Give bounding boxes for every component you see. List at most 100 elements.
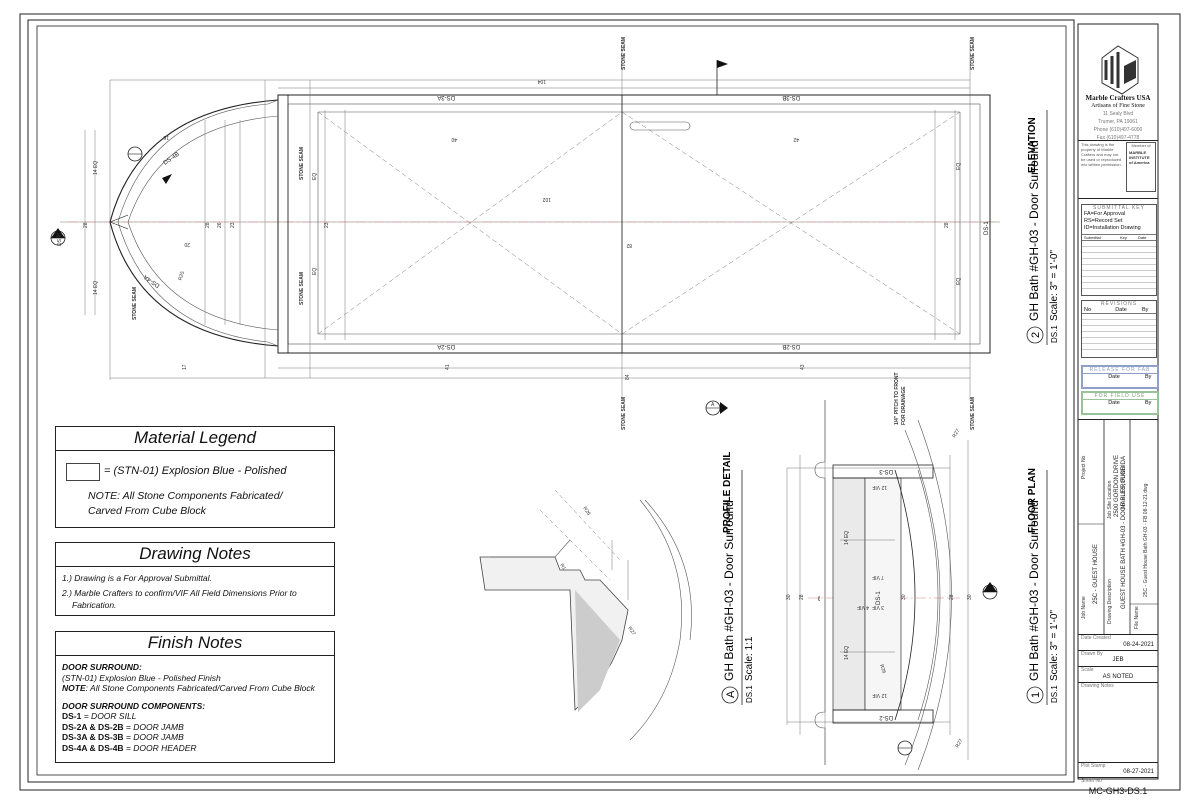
ds-4a-label: DS-4A: [143, 273, 161, 288]
stone-seam-label-3: STONE SEAM: [299, 147, 305, 180]
ds-2b-label: DS-2B: [782, 343, 800, 349]
drawing-note-2a: 2.) Marble Crafters to confirm/VIF All F…: [62, 588, 297, 598]
svg-text:Drawing Description: Drawing Description: [1107, 579, 1113, 624]
submittal-key: SUBMITTAL KEY FA=For Approval RS=Record …: [1081, 204, 1157, 296]
svg-text:25C - Guest House Bath GH-03 -: 25C - Guest House Bath GH-03 - FB 08-12-…: [1143, 483, 1149, 597]
svg-text:DS.1: DS.1: [745, 685, 754, 703]
dim-43: 43: [800, 364, 806, 370]
drawing-notes-title: Drawing Notes: [56, 543, 334, 567]
dim-20: 20: [184, 241, 190, 247]
svg-text:NAPLES, FLORIDA: NAPLES, FLORIDA: [1121, 456, 1127, 509]
for-field-use: FOR FIELD USE Date By: [1081, 391, 1159, 415]
finish-notes: Finish Notes DOOR SURROUND: (STN-01) Exp…: [55, 631, 335, 763]
component-row: DS-1 = DOOR SILL: [62, 711, 137, 721]
stone-seam-label-6: STONE SEAM: [621, 397, 627, 430]
ds-3b-label: DS-3B: [782, 94, 800, 100]
svg-text:1: 1: [1030, 692, 1042, 698]
profile-view-title: A GH Bath #GH-03 - Door Surround PROFILE…: [721, 452, 755, 705]
svg-text:Scale: 3" = 1'-0": Scale: 3" = 1'-0": [1049, 250, 1060, 321]
plan-28-right: 28: [949, 594, 955, 600]
dim-eq-2: EQ: [312, 268, 318, 275]
svg-text:2500 GORDON DRIVE: 2500 GORDON DRIVE: [1114, 455, 1120, 517]
svg-text:25C - GUEST HOUSE: 25C - GUEST HOUSE: [1093, 544, 1099, 604]
svg-text:GUEST HOUSE BATH #GH-03 - DOOR: GUEST HOUSE BATH #GH-03 - DOOR SURROUND: [1121, 465, 1127, 609]
svg-text:Scale: 1:1: Scale: 1:1: [744, 636, 755, 681]
material-legend: Material Legend = (STN-01) Explosion Blu…: [55, 426, 335, 528]
floor-plan-view-title: 1 GH Bath #GH-03 - Door Surround FLOOR P…: [1026, 468, 1060, 705]
plan-28-left: 28: [799, 594, 805, 600]
svg-text:FLOOR PLAN: FLOOR PLAN: [1027, 468, 1038, 533]
company-logo: [1101, 45, 1139, 95]
plan-3vif: 3 VIF: [872, 604, 884, 610]
release-for-fab: RELEASE FOR FAB Date By: [1081, 365, 1159, 389]
elevation-view: [60, 40, 1000, 400]
drawing-notes: Drawing Notes 1.) Drawing is a For Appro…: [55, 542, 335, 616]
floor-plan-view: [786, 400, 969, 771]
section-mark-c[interactable]: [127, 146, 143, 162]
components-heading: DOOR SURROUND COMPONENTS:: [62, 700, 206, 711]
svg-text:A: A: [725, 690, 737, 698]
plan-r27-1: R27: [952, 428, 962, 439]
dim-23-1: 23: [230, 222, 236, 228]
dim-14eq-1: 14 EQ: [93, 161, 99, 175]
section-mark-2[interactable]: [982, 582, 998, 600]
stone-seam-label-4: STONE SEAM: [299, 272, 305, 305]
plan-4vif: 4 VIF: [857, 604, 869, 610]
plan-ds-3-label: DS-3: [879, 468, 893, 474]
company-fax: Fax (610)497-4778: [1096, 135, 1140, 141]
finish-note-label: NOTE: [62, 683, 86, 693]
svg-text:DS.1: DS.1: [1050, 325, 1059, 343]
material-swatch: [66, 463, 100, 481]
material-note-line1: NOTE: All Stone Components Fabricated/: [88, 490, 283, 502]
ds-1-label: DS-1: [984, 221, 990, 235]
dim-14eq-2: 14 EQ: [93, 281, 99, 295]
section-mark-profile-a[interactable]: A: [705, 400, 728, 416]
dim-42: 42: [793, 136, 799, 142]
svg-text:3: 3: [56, 233, 59, 239]
sheet-number: MC-GH3-DS.1: [1088, 786, 1148, 796]
material-legend-title: Material Legend: [56, 427, 334, 451]
plot-stamp: 08-27-2021: [1123, 769, 1154, 775]
material-note-line2: Carved From Cube Block: [88, 505, 206, 517]
title-block: Marble Crafters USA Artisans of Fine Sto…: [1078, 24, 1159, 796]
mia-logo: Member of MARBLE INSTITUTE of America: [1126, 142, 1156, 192]
dim-28-right: 28: [944, 222, 950, 228]
finish-notes-title: Finish Notes: [56, 632, 334, 656]
plan-30-left: 30: [786, 594, 792, 600]
dim-28-left: 28: [83, 222, 89, 228]
plan-center-mark: ℓ: [817, 596, 821, 603]
job-info-block: Project No Job Name 25C - GUEST HOUSE Jo…: [1078, 419, 1158, 634]
date-created: 08-24-2021: [1123, 642, 1154, 648]
drawing-note-1: 1.) Drawing is a For Approval Submittal.: [62, 573, 212, 583]
dim-eq-3: EQ: [956, 163, 962, 170]
svg-text:Project No: Project No: [1081, 455, 1087, 479]
dim-40: 40: [451, 136, 457, 142]
svg-text:DS.1: DS.1: [1050, 685, 1059, 703]
plan-ds-1-label: DS-1: [876, 591, 882, 605]
elevation-view-title: 2 GH Bath #GH-03 - Door Surround ELEVATI…: [1026, 110, 1060, 345]
plan-r26: R26: [878, 664, 887, 675]
plan-12vif-2: 12 VIF: [872, 692, 887, 698]
svg-text:GH Bath #GH-03 - Door Surround: GH Bath #GH-03 - Door Surround: [1027, 500, 1041, 681]
ds-2a-label: DS-2A: [437, 343, 455, 349]
company-phone: Phone (610)497-6000: [1093, 127, 1143, 133]
company-address2: Trumer, PA 19061: [1098, 119, 1138, 125]
component-row: DS-2A & DS-2B = DOOR JAMB: [62, 721, 184, 732]
stone-seam-label-5: STONE SEAM: [132, 287, 138, 320]
dim-82: 82: [626, 242, 632, 248]
dim-r25: R25: [177, 270, 186, 281]
section-mark-3[interactable]: 3 DS.1: [50, 228, 66, 246]
plan-14eq-1: 14 EQ: [844, 531, 850, 545]
svg-text:2: 2: [1030, 332, 1042, 338]
section-mark-a-plan[interactable]: [897, 740, 913, 756]
company-address1: 11 Sealy Blvd: [1102, 111, 1134, 117]
plan-12vif-1: 12 VIF: [872, 484, 887, 490]
component-row: DS-3A & DS-3B = DOOR JAMB: [62, 732, 184, 742]
profile-r1: R1: [558, 563, 567, 572]
profile-r26: R26: [581, 506, 591, 517]
svg-text:Job Site Location: Job Site Location: [1107, 480, 1113, 519]
finish-door-surround-heading: DOOR SURROUND:: [62, 662, 142, 672]
profile-detail-view: [479, 489, 692, 741]
svg-text:File Name: File Name: [1134, 606, 1140, 629]
